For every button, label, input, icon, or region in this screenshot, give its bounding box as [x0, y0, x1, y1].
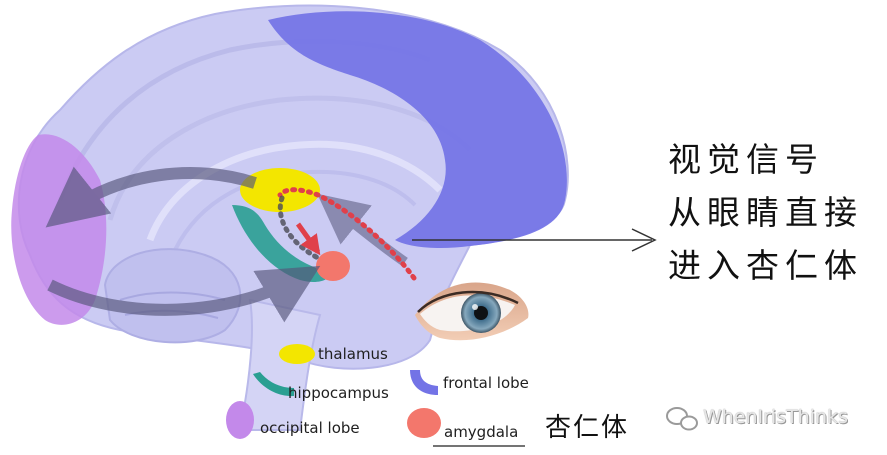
legend-amygdala-label: amygdala [444, 423, 519, 441]
red-pathway-arrow [295, 222, 321, 256]
legend-occipital-lobe-swatch [226, 401, 254, 439]
caption-line-1: 视觉信号 [668, 140, 824, 179]
legend-amygdala-swatch [407, 408, 441, 438]
hippocampus-region [232, 205, 333, 283]
eye-to-thalamus-dotted-path [277, 187, 417, 281]
caption-line-3: 进入杏仁体 [668, 246, 863, 285]
thalamus-region [240, 168, 320, 212]
watermark: WhenIrisThinks [703, 406, 849, 428]
legend-frontal-lobe-swatch [410, 370, 438, 395]
visual-pathway-arrow-upper [45, 166, 257, 228]
caption-line-2: 从眼睛直接 [668, 193, 863, 232]
legend-frontal-lobe-label: frontal lobe [443, 374, 529, 392]
legend-thalamus-swatch [279, 344, 315, 364]
amygdala-region [316, 251, 350, 281]
wechat-icon [666, 407, 698, 431]
legend-hippocampus-label: hippocampus [288, 384, 389, 402]
visual-pathway-arrow-lower [47, 265, 321, 323]
amygdala-note: 杏仁体 [545, 413, 630, 443]
legend-thalamus-label: thalamus [318, 345, 388, 363]
frontal-lobe-region [268, 11, 567, 249]
legend-hippocampus-swatch [253, 372, 294, 397]
legend-occipital-lobe-label: occipital lobe [260, 419, 360, 437]
eye-icon [415, 282, 529, 341]
